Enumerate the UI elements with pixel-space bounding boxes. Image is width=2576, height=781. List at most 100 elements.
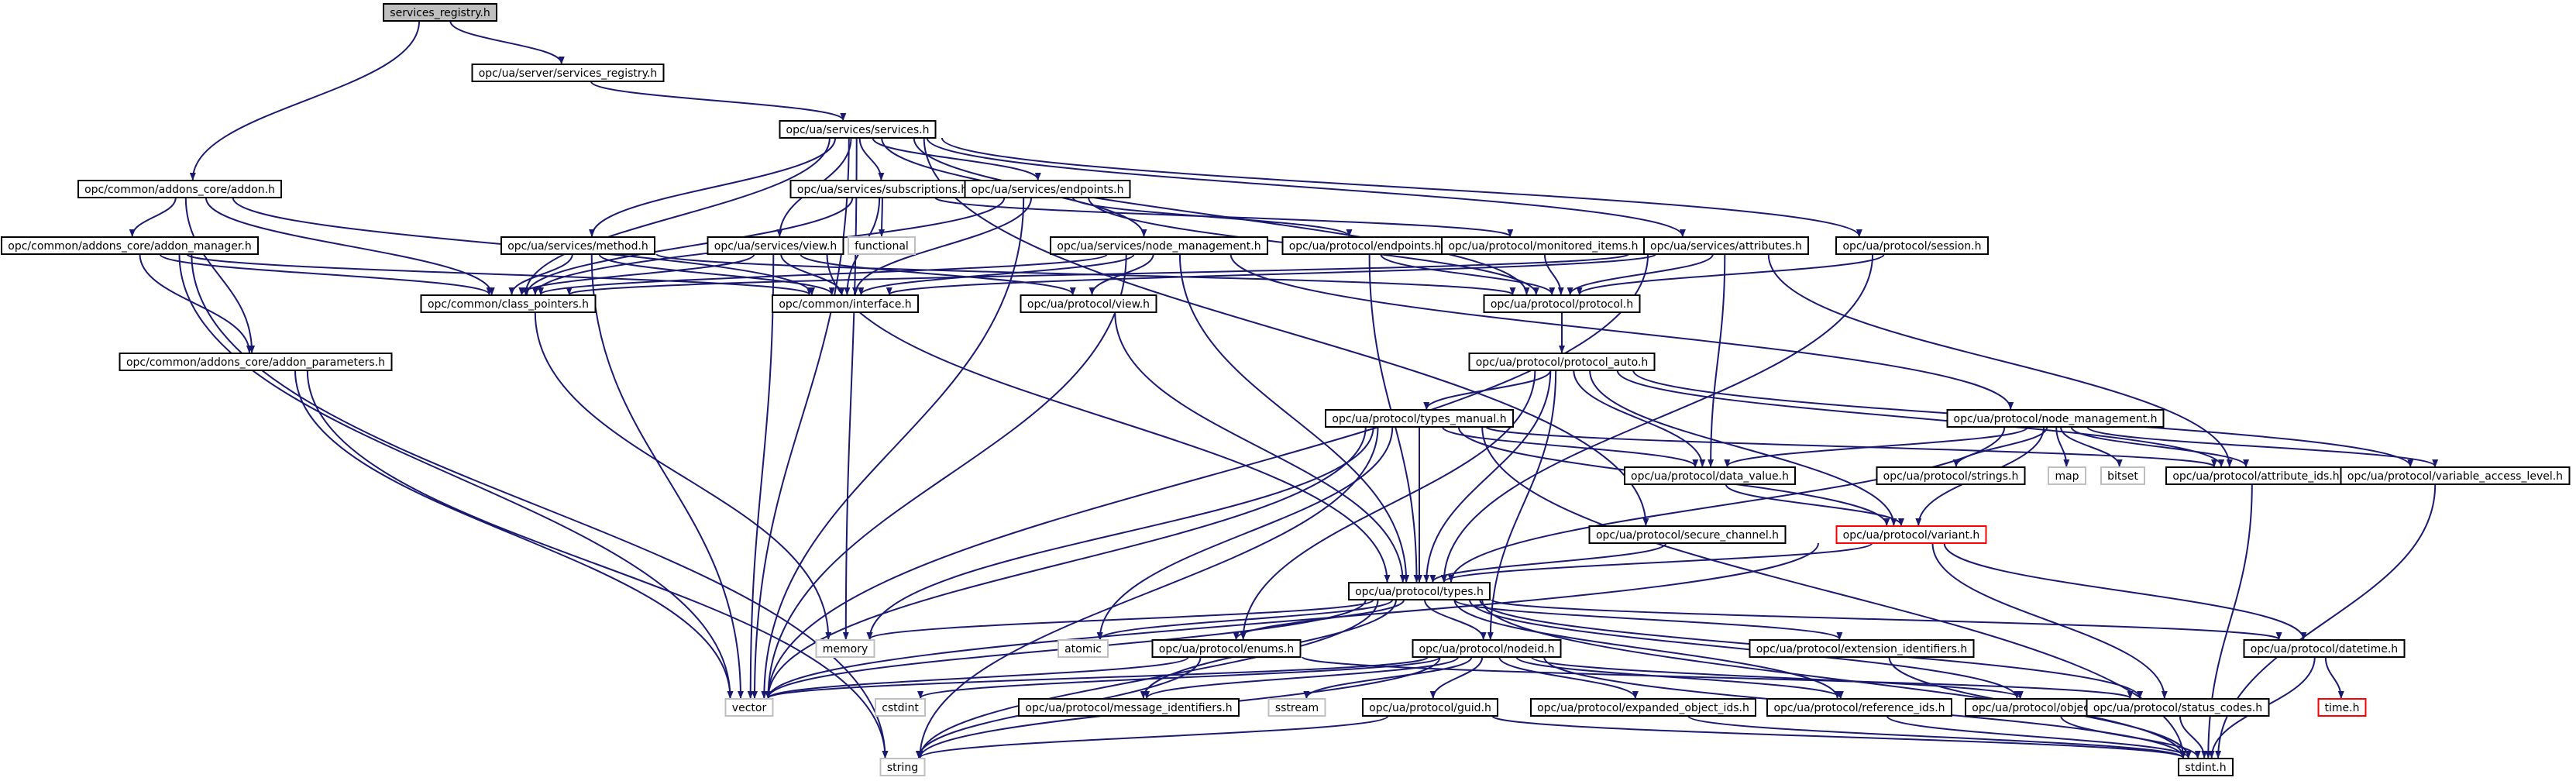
node-protocol-auto[interactable]: opc/ua/protocol/protocol_auto.h	[1468, 353, 1656, 371]
node-label: opc/ua/protocol/session.h	[1842, 240, 1981, 253]
node-strings[interactable]: opc/ua/protocol/strings.h	[1876, 466, 2026, 485]
node-message-identifiers[interactable]: opc/ua/protocol/message_identifiers.h	[1018, 698, 1240, 717]
edge-nodeid-to-expanded-object-ids	[1498, 656, 1639, 699]
node-box	[420, 294, 597, 313]
edge-node-mgmt-svc-to-types	[1178, 253, 1410, 583]
node-status-codes[interactable]: opc/ua/protocol/status_codes.h	[2086, 698, 2270, 717]
node-method[interactable]: opc/ua/services/method.h	[500, 236, 655, 255]
node-svc-endpoints[interactable]: opc/ua/services/endpoints.h	[964, 180, 1131, 198]
edge-enums-to-status-codes	[1302, 656, 2134, 699]
node-reference-ids[interactable]: opc/ua/protocol/reference_ids.h	[1766, 698, 1952, 717]
node-label: opc/common/interface.h	[779, 298, 911, 311]
node-label: opc/ua/protocol/guid.h	[1369, 702, 1491, 714]
node-memory[interactable]: memory	[815, 639, 875, 658]
node-services-registry-root[interactable]: services_registry.h	[383, 3, 497, 22]
node-proto-session[interactable]: opc/ua/protocol/session.h	[1835, 236, 1989, 255]
node-string[interactable]: string	[879, 758, 926, 776]
node-proto-endpoints[interactable]: opc/ua/protocol/endpoints.h	[1281, 236, 1449, 255]
edge-svc-attributes-to-data-value	[1708, 253, 1726, 467]
node-attribute-ids[interactable]: opc/ua/protocol/attribute_ids.h	[2165, 466, 2347, 485]
node-expanded-object-ids[interactable]: opc/ua/protocol/expanded_object_ids.h	[1530, 698, 1756, 717]
node-types[interactable]: opc/ua/protocol/types.h	[1348, 582, 1491, 600]
edge-svc-view-to-class-pointers	[518, 253, 755, 295]
edge-proto-view-to-types	[1114, 311, 1406, 583]
node-label: opc/ua/protocol/enums.h	[1159, 643, 1294, 655]
node-services-services[interactable]: opc/ua/services/services.h	[779, 120, 937, 139]
node-guid[interactable]: opc/ua/protocol/guid.h	[1362, 698, 1498, 717]
edge-services-services-to-method	[589, 137, 837, 237]
edge-types-manual-to-data-value	[1442, 426, 1699, 467]
node-box	[1766, 698, 1952, 717]
edge-data-value-to-variant	[1725, 483, 1904, 526]
node-label: opc/ua/protocol/node_management.h	[1954, 413, 2158, 425]
edge-nodeid-to-guid	[1429, 656, 1484, 699]
node-proto-view[interactable]: opc/ua/protocol/view.h	[1020, 294, 1157, 313]
node-time[interactable]: time.h	[2317, 698, 2367, 717]
edge-svc-attributes-to-interface	[886, 253, 1656, 295]
edge-proto-node-mgmt-to-bitset	[2060, 426, 2123, 467]
node-proto-node-mgmt[interactable]: opc/ua/protocol/node_management.h	[1946, 409, 2165, 428]
edge-services-services-to-secure-channel	[923, 137, 1649, 526]
node-interface[interactable]: opc/common/interface.h	[772, 294, 919, 313]
node-vector[interactable]: vector	[724, 698, 774, 717]
node-svc-attributes[interactable]: opc/ua/services/attributes.h	[1643, 236, 1809, 255]
node-addon[interactable]: opc/common/addons_core/addon.h	[77, 180, 282, 198]
node-data-value[interactable]: opc/ua/protocol/data_value.h	[1624, 466, 1796, 485]
edge-services-registry-root-to-server-services-registry	[449, 20, 565, 64]
node-stdint[interactable]: stdint.h	[2178, 758, 2234, 776]
node-atomic[interactable]: atomic	[1058, 639, 1109, 658]
node-label: opc/ua/services/endpoints.h	[972, 184, 1124, 196]
node-class-pointers[interactable]: opc/common/class_pointers.h	[420, 294, 597, 313]
edge-expanded-object-ids-to-stdint	[1687, 715, 2186, 759]
node-types-manual[interactable]: opc/ua/protocol/types_manual.h	[1325, 409, 1514, 428]
node-protocol[interactable]: opc/ua/protocol/protocol.h	[1483, 294, 1641, 313]
node-label: memory	[823, 643, 868, 655]
node-enums[interactable]: opc/ua/protocol/enums.h	[1151, 639, 1302, 658]
node-variable-access-level[interactable]: opc/ua/protocol/variable_access_level.h	[2340, 466, 2571, 485]
edge-nodeid-to-message-identifiers	[1144, 656, 1459, 699]
node-functional[interactable]: functional	[848, 236, 916, 255]
node-label: stdint.h	[2185, 762, 2226, 774]
node-box	[2100, 466, 2145, 485]
node-label: sstream	[1275, 702, 1319, 714]
node-svc-view[interactable]: opc/ua/services/view.h	[707, 236, 844, 255]
node-extension-identifiers[interactable]: opc/ua/protocol/extension_identifiers.h	[1749, 639, 1975, 658]
edge-proto-endpoints-to-protocol	[1380, 253, 1556, 295]
node-bitset[interactable]: bitset	[2100, 466, 2145, 485]
edge-variant-to-datetime	[1943, 542, 2307, 640]
node-label: cstdint	[882, 702, 919, 714]
node-datetime[interactable]: opc/ua/protocol/datetime.h	[2243, 639, 2406, 658]
node-label: opc/ua/protocol/extension_identifiers.h	[1756, 643, 1968, 655]
node-box	[1530, 698, 1756, 717]
node-monitored-items[interactable]: opc/ua/protocol/monitored_items.h	[1441, 236, 1646, 255]
edge-reference-ids-to-stdint	[1886, 715, 2192, 759]
node-label: opc/ua/protocol/variable_access_level.h	[2347, 470, 2563, 483]
node-node-mgmt-svc[interactable]: opc/ua/services/node_management.h	[1050, 236, 1268, 255]
edge-guid-to-string	[917, 715, 1389, 759]
edge-addon-parameters-to-vector	[294, 370, 734, 699]
node-label: bitset	[2107, 470, 2138, 483]
node-secure-channel[interactable]: opc/ua/protocol/secure_channel.h	[1588, 525, 1787, 544]
node-addon-parameters[interactable]: opc/common/addons_core/addon_parameters.…	[119, 353, 393, 371]
node-box	[471, 64, 665, 82]
node-sstream[interactable]: sstream	[1267, 698, 1326, 717]
node-box	[2086, 698, 2270, 717]
node-label: opc/common/class_pointers.h	[428, 298, 589, 311]
node-variant[interactable]: opc/ua/protocol/variant.h	[1835, 525, 1987, 544]
edge-services-services-to-proto-session	[941, 137, 1862, 237]
node-label: opc/common/addons_core/addon.h	[84, 184, 275, 196]
node-cstdint[interactable]: cstdint	[875, 698, 926, 717]
edge-variant-to-status-codes	[1931, 542, 2168, 699]
node-label: opc/ua/protocol/variant.h	[1843, 529, 1980, 542]
node-box	[2340, 466, 2571, 485]
node-subscriptions[interactable]: opc/ua/services/subscriptions.h	[789, 180, 975, 198]
node-box	[2317, 698, 2367, 717]
node-label: opc/ua/protocol/status_codes.h	[2093, 702, 2262, 714]
node-server-services-registry[interactable]: opc/ua/server/services_registry.h	[471, 64, 665, 82]
node-box	[879, 758, 926, 776]
node-map[interactable]: map	[2048, 466, 2086, 485]
node-box	[1267, 698, 1326, 717]
node-addon-manager[interactable]: opc/common/addons_core/addon_manager.h	[1, 236, 259, 255]
node-nodeid[interactable]: opc/ua/protocol/nodeid.h	[1412, 639, 1562, 658]
edge-protocol-auto-to-enums	[1240, 370, 1536, 640]
